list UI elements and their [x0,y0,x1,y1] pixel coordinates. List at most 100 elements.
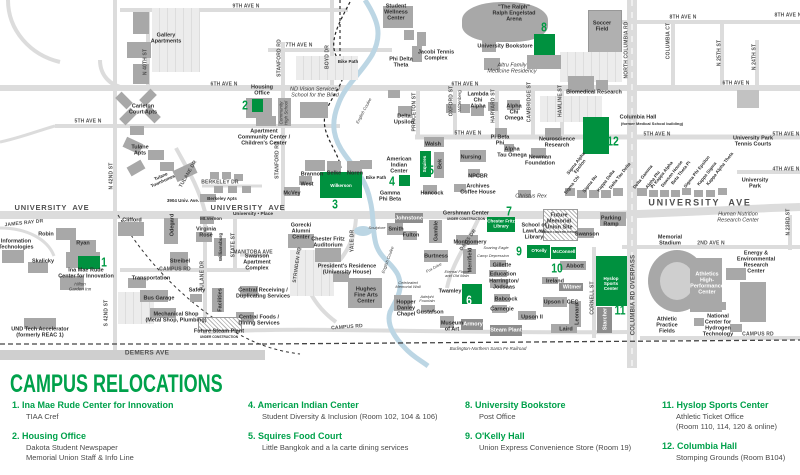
building [133,12,149,34]
building [395,213,423,223]
site-number-4: 4 [389,173,395,189]
building [704,296,712,304]
building [495,128,507,137]
site-number-6: 6 [466,292,472,308]
building [460,104,470,113]
building [164,218,178,244]
legend-item-sub: Student Diversity & Inclusion (Room 102,… [262,412,438,421]
building [454,184,466,192]
building [383,6,413,28]
building [718,302,726,310]
legend-item-title: 11. Hyslop Sports Center [662,400,769,410]
legend-item-sub: TIAA Cref [26,412,59,421]
relocation-building-7 [487,217,515,232]
relocation-building-6 [462,284,482,304]
building [463,249,476,274]
site-number-8: 8 [541,19,547,35]
building [417,32,426,46]
legend-item-sub: Union Express Convenience Store (Room 19… [479,443,632,453]
building [694,318,704,326]
building [2,250,24,263]
building [740,282,766,322]
relocation-building-8 [534,34,555,55]
site-number-10: 10 [551,260,563,276]
building [577,190,587,198]
building [671,190,680,197]
building [394,295,412,311]
building [637,188,647,196]
legend-item-title: 4. American Indian Center [248,400,359,410]
building [494,294,510,302]
legend-item-sub: Dakota Student Newspaper [26,443,118,453]
building [569,301,581,327]
site-number-9: 9 [516,243,522,259]
building [150,308,176,318]
building [737,90,759,108]
building [148,150,164,160]
building [118,222,144,236]
building [240,286,258,296]
building [222,172,231,179]
legend-item-sub: Post Office [479,412,516,421]
site-number-7: 7 [506,203,512,219]
site-number-1: 1 [101,254,107,270]
site-number-12: 12 [607,133,619,149]
building [421,305,435,312]
building [228,186,237,193]
legend: CAMPUS RELOCATIONS 1. Ina Mae Rude Cente… [0,368,800,475]
relocation-building-11 [596,256,627,306]
legend-heading: CAMPUS RELOCATIONS [10,370,223,398]
building [234,174,243,181]
legend-item-title: 1. Ina Mae Rude Center for Innovation [12,400,174,410]
building [347,161,362,172]
building [333,272,349,282]
building [403,231,417,240]
building [706,190,715,197]
relocation-building-2 [252,99,263,112]
building [299,176,312,185]
building [507,100,520,110]
relocation-building-3 [320,172,362,198]
building [492,305,507,313]
building [424,137,444,147]
building [387,223,403,235]
relocation-building-4 [399,175,410,186]
building [214,238,226,256]
building [190,294,202,302]
building [613,188,623,196]
legend-item-title: 12. Columbia Hall [662,441,738,452]
building [412,46,422,62]
building [404,30,414,40]
relocation-building-5 [420,151,431,177]
building [28,262,48,273]
building [300,102,328,118]
building [490,325,522,336]
building [70,240,96,253]
building [490,260,506,267]
parking-lot [290,250,334,296]
building [490,279,508,288]
relocation-building-9 [527,245,550,258]
building [429,220,442,243]
building [730,324,742,332]
building [531,148,546,158]
building [559,283,583,291]
building [236,312,254,322]
building [468,169,480,177]
building [718,188,727,195]
building [56,228,76,240]
building [288,234,314,248]
building [128,278,146,288]
legend-item-title: 8. University Bookstore [465,400,566,410]
building [388,90,400,98]
building [589,190,599,198]
legend-item-title: 9. O'Kelly Hall [465,431,525,442]
